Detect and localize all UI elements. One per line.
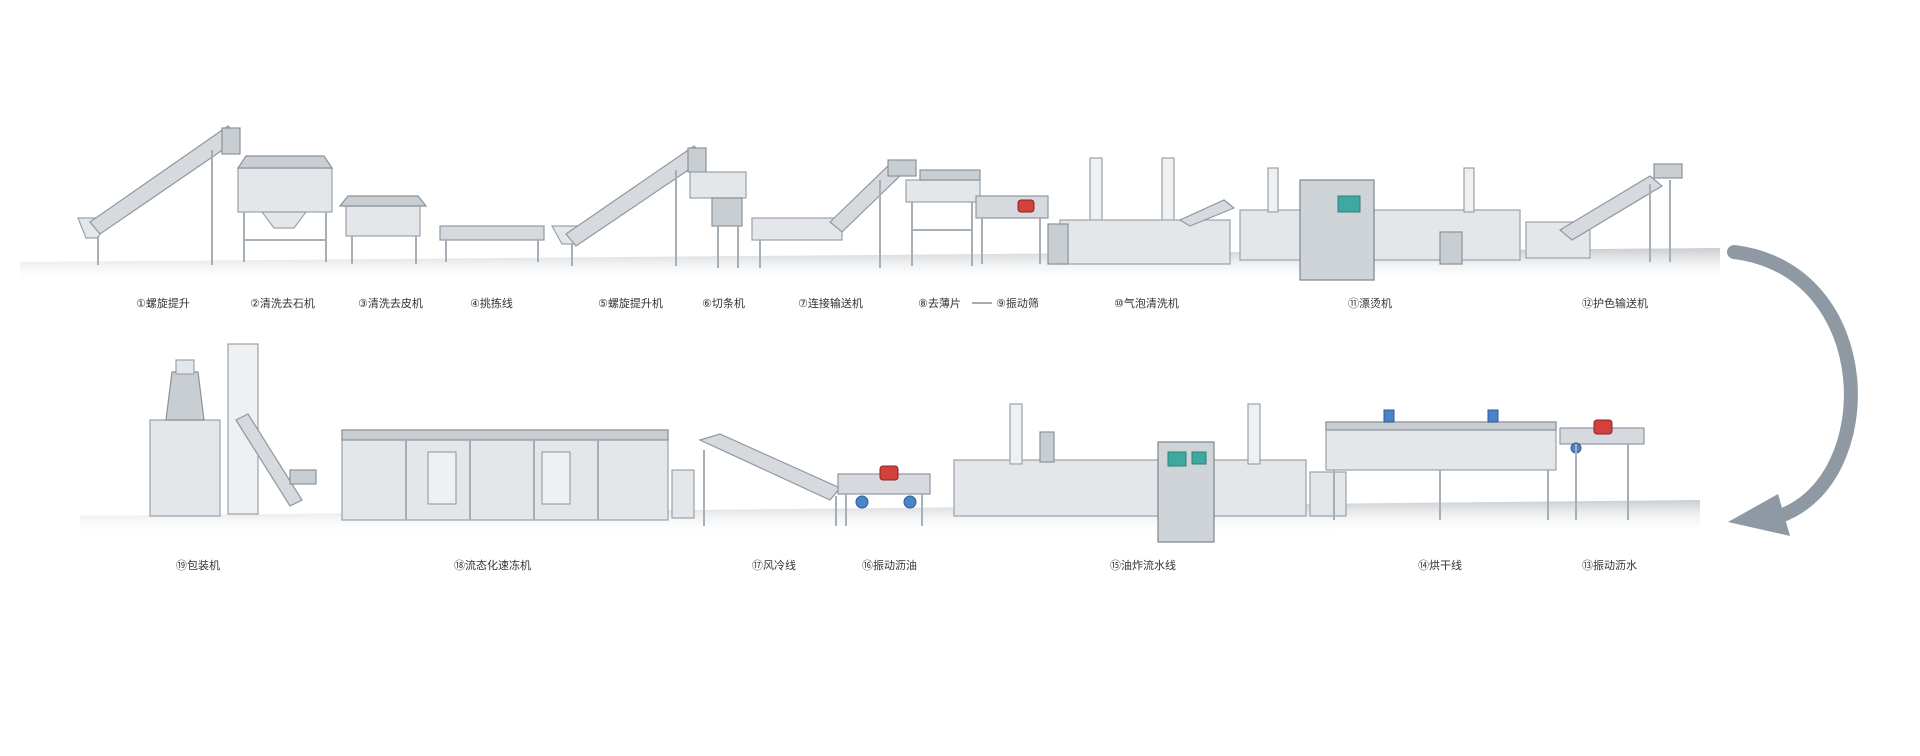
bubble-washer <box>1047 157 1236 265</box>
label-screw-elevator-5: ⑤螺旋提升机 <box>598 296 663 310</box>
thin-slice-remover <box>905 169 981 266</box>
label-frying-line: ⑮油炸流水线 <box>1110 558 1176 572</box>
label-fluidized-quick-freezer: ⑱流态化速冻机 <box>454 558 531 572</box>
screw-elevator-5 <box>550 145 707 266</box>
label-drying-line: ⑭烘干线 <box>1418 558 1462 572</box>
label-strip-cutter: ⑥切条机 <box>702 296 745 310</box>
drying-line <box>1325 409 1557 520</box>
fluidized-quick-freezer <box>341 429 695 521</box>
vibrating-oil-drainer <box>837 465 931 526</box>
screw-elevator-1 <box>77 125 241 265</box>
packaging-machine <box>149 343 317 517</box>
label-screw-elevator-1: ①螺旋提升 <box>136 296 190 310</box>
label-air-cooling-line: ⑰风冷线 <box>752 558 796 572</box>
label-washing-destoner: ②清洗去石机 <box>250 296 315 310</box>
washing-peeler <box>338 195 428 264</box>
connecting-conveyor <box>751 159 917 268</box>
vibrating-dewaterer <box>1559 419 1645 520</box>
label-blanching-machine: ⑪漂烫机 <box>1348 296 1392 310</box>
picking-line <box>439 225 545 262</box>
label-thin-slice-remover: ⑧去薄片 <box>918 296 961 310</box>
frying-line <box>953 403 1347 543</box>
washing-destoner <box>236 155 334 262</box>
blanching-machine <box>1239 167 1521 281</box>
label-vibrating-oil-drainer: ⑯振动沥油 <box>862 558 917 572</box>
label-packaging-machine: ⑲包装机 <box>176 558 220 572</box>
vibrating-screen <box>975 195 1049 264</box>
label-vibrating-screen: ⑨振动筛 <box>996 296 1039 310</box>
label-bubble-washer: ⑩气泡清洗机 <box>1114 296 1179 310</box>
label-color-protection-conveyor: ⑫护色输送机 <box>1582 296 1648 310</box>
strip-cutter <box>689 171 747 268</box>
flow-arrow-head <box>1728 494 1790 536</box>
flow-arrow <box>1727 245 1858 523</box>
color-protection-conveyor <box>1525 163 1683 262</box>
label-connecting-conveyor: ⑦连接输送机 <box>798 296 863 310</box>
label-picking-line: ④挑拣线 <box>470 296 513 310</box>
label-vibrating-dewaterer: ⑬振动沥水 <box>1582 558 1637 572</box>
label-washing-peeler: ③清洗去皮机 <box>358 296 423 310</box>
row2-floor-shadow <box>80 500 1700 534</box>
